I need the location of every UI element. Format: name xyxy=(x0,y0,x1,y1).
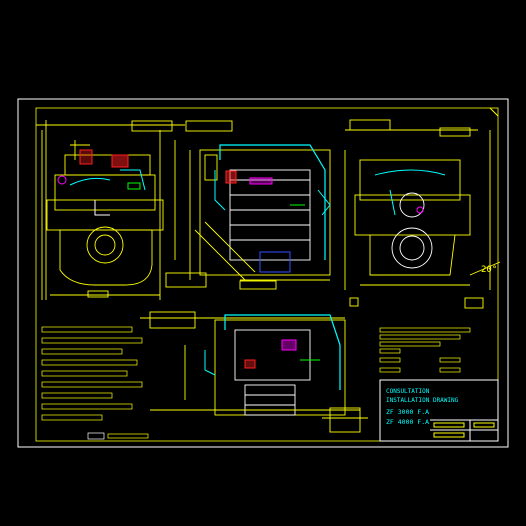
inner-border xyxy=(35,107,499,442)
slant-shaft xyxy=(194,229,246,281)
gearbox-inner xyxy=(229,169,311,261)
front-view-right xyxy=(345,119,501,309)
note-line xyxy=(41,414,103,421)
spec-line xyxy=(379,341,441,347)
magenta-component xyxy=(249,177,273,185)
plan-view-bottom-details xyxy=(204,314,341,390)
spec-line xyxy=(439,367,461,373)
label-box xyxy=(464,297,484,309)
cyan-pipe xyxy=(120,169,146,191)
frame-corner-mark xyxy=(489,107,499,117)
red-component xyxy=(244,359,256,369)
lower-housing xyxy=(244,384,296,416)
spec-line xyxy=(439,357,461,363)
note-line xyxy=(41,326,133,333)
side-view-center xyxy=(165,149,346,290)
spec-line xyxy=(379,348,401,354)
red-component xyxy=(111,154,129,168)
dimension-label-box xyxy=(87,290,109,298)
label-box xyxy=(149,311,196,329)
green-component xyxy=(127,182,141,190)
output-flange-circle xyxy=(391,227,433,269)
magenta-fitting xyxy=(57,175,67,185)
output-flange-circle xyxy=(86,226,124,264)
blue-component xyxy=(259,251,291,273)
spec-notes-block xyxy=(379,327,471,373)
angle-annotation: 20° xyxy=(481,265,497,275)
white-linework xyxy=(94,200,110,216)
gearbox-outline xyxy=(214,319,346,416)
red-component xyxy=(225,170,237,184)
title-block-field xyxy=(433,432,465,438)
front-view-left xyxy=(36,120,233,300)
housing-upper xyxy=(359,159,461,201)
spec-line xyxy=(379,327,471,333)
note-line xyxy=(41,403,133,410)
title-line-2: INSTALLATION DRAWING xyxy=(386,397,459,404)
label-box xyxy=(349,119,391,131)
front-view-right-details xyxy=(374,169,446,216)
title-block-border xyxy=(379,379,499,442)
plan-view-bottom xyxy=(140,297,368,433)
spec-line xyxy=(379,357,401,363)
note-line xyxy=(41,392,113,399)
housing-lower xyxy=(369,234,456,276)
label-box xyxy=(131,120,173,132)
gearbox-outline xyxy=(199,149,331,276)
bracket xyxy=(204,154,218,181)
output-flange-hub xyxy=(399,235,425,261)
label-box xyxy=(185,120,233,132)
housing-lower xyxy=(59,229,153,286)
label-box xyxy=(165,272,207,288)
spec-line xyxy=(379,367,401,373)
front-view-left-details xyxy=(57,149,146,216)
note-tag xyxy=(87,432,105,440)
cyan-pipe xyxy=(219,144,326,260)
gearbox-inner xyxy=(234,329,311,381)
note-line xyxy=(107,433,149,439)
cyan-pipe xyxy=(69,177,111,186)
cyan-pipe xyxy=(224,314,341,390)
outer-border xyxy=(17,98,509,448)
title-block: CONSULTATION INSTALLATION DRAWING ZF 300… xyxy=(379,379,499,442)
spec-line xyxy=(379,334,461,340)
note-line xyxy=(41,359,138,366)
title-block-field xyxy=(473,422,495,428)
red-component xyxy=(79,149,93,165)
title-line-1: CONSULTATION xyxy=(386,388,430,395)
housing-upper xyxy=(54,174,156,211)
title-block-field xyxy=(433,422,465,428)
label-box xyxy=(439,127,471,137)
slant-shaft xyxy=(204,221,256,273)
side-view-center-details xyxy=(214,144,331,273)
magenta-fitting xyxy=(416,206,424,214)
notes-block xyxy=(41,326,149,440)
cyan-pipe xyxy=(389,189,396,216)
label-box xyxy=(239,280,277,290)
cooler-block xyxy=(64,154,151,176)
magenta-component xyxy=(281,339,297,351)
angle-line xyxy=(469,261,501,276)
note-line xyxy=(41,337,143,344)
label-box xyxy=(349,297,359,307)
sheet-frame xyxy=(17,98,509,448)
cyan-pipe xyxy=(374,169,446,176)
cyan-pipe xyxy=(317,189,331,216)
cyan-pipe xyxy=(214,170,226,211)
title-line-4: ZF 4000 F.A xyxy=(386,418,429,426)
fitting-block xyxy=(329,407,361,433)
output-flange-hub xyxy=(94,234,116,256)
title-line-3: ZF 3000 F.A xyxy=(386,408,429,416)
note-line xyxy=(41,381,143,388)
input-flange-circle xyxy=(399,192,425,218)
housing-flange xyxy=(354,194,471,236)
cyan-pipe xyxy=(204,350,216,376)
note-line xyxy=(41,370,128,377)
note-line xyxy=(41,348,123,355)
